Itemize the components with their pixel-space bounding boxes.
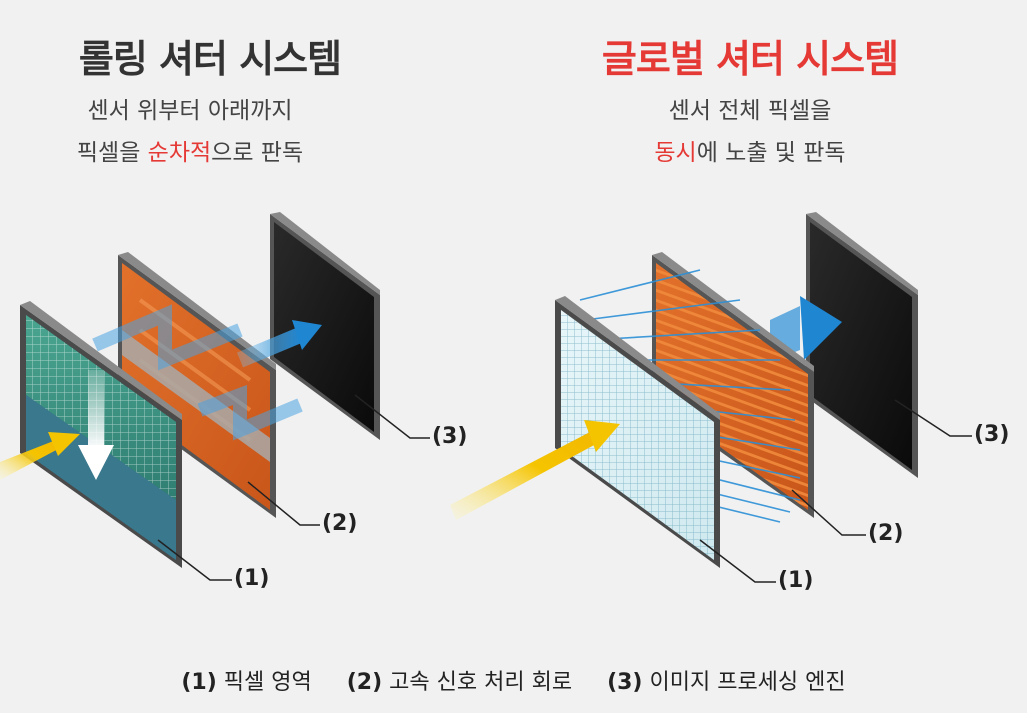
rolling-shutter-description: 센서 위부터 아래까지 픽셀을 순차적으로 판독 [0, 90, 400, 174]
global-incoming-light-arrow [450, 420, 620, 520]
global-leader-lines [699, 399, 972, 583]
legend-num-1: (1) [181, 670, 217, 695]
legend-footer: (1) 픽셀 영역 (2) 고속 신호 처리 회로 (3) 이미지 프로세싱 엔… [0, 664, 1027, 696]
global-desc-highlight: 동시 [654, 140, 697, 166]
rolling-signal-arrows [92, 304, 322, 441]
rolling-desc-post: 으로 판독 [211, 140, 304, 166]
global-desc-line2: 동시에 노출 및 판독 [540, 132, 960, 174]
rolling-incoming-light-arrow [0, 432, 80, 480]
global-callout-3: (3) [974, 422, 1010, 447]
global-light-arrow-icon [584, 420, 620, 452]
global-output-arrow-icon [800, 296, 842, 360]
global-shutter-title: 글로벌 셔터 시스템 [601, 37, 899, 81]
rolling-callout-3: (3) [432, 424, 468, 449]
rolling-image-engine-panel [270, 212, 380, 440]
global-shutter-illustration [450, 212, 972, 583]
rolling-callout-1: (1) [234, 566, 270, 591]
rolling-light-arrow-icon [48, 432, 80, 456]
rolling-shutter-title: 롤링 셔터 시스템 [78, 37, 342, 81]
global-shutter-description: 센서 전체 픽셀을 동시에 노출 및 판독 [540, 90, 960, 174]
global-callout-1: (1) [778, 568, 814, 593]
rolling-output-arrow-icon [292, 320, 322, 350]
legend-text-1: 픽셀 영역 [223, 670, 312, 695]
legend-item-image-engine: (3) 이미지 프로세싱 엔진 [607, 670, 846, 695]
rolling-desc-line2: 픽셀을 순차적으로 판독 [0, 132, 400, 174]
rolling-leader-lines [157, 394, 430, 581]
global-desc-post: 에 노출 및 판독 [696, 140, 846, 166]
rolling-shutter-illustration [0, 212, 430, 581]
legend-text-2: 고속 신호 처리 회로 [389, 670, 573, 695]
global-pixel-area-panel [555, 296, 720, 568]
rolling-desc-pre: 픽셀을 [76, 140, 148, 166]
legend-num-3: (3) [607, 670, 643, 695]
legend-num-2: (2) [346, 670, 383, 695]
rolling-scan-down-arrow-icon [78, 445, 114, 480]
rolling-callout-2: (2) [322, 511, 358, 536]
legend-item-signal-circuit: (2) 고속 신호 처리 회로 [347, 670, 572, 695]
global-callout-2: (2) [868, 521, 904, 546]
global-image-engine-panel [806, 212, 918, 478]
rolling-desc-highlight: 순차적 [147, 140, 212, 166]
global-desc-line1: 센서 전체 픽셀을 [668, 98, 832, 124]
legend-text-3: 이미지 프로세싱 엔진 [649, 670, 846, 695]
legend-item-pixel-area: (1) 픽셀 영역 [181, 670, 311, 695]
rolling-desc-line1: 센서 위부터 아래까지 [87, 98, 293, 124]
